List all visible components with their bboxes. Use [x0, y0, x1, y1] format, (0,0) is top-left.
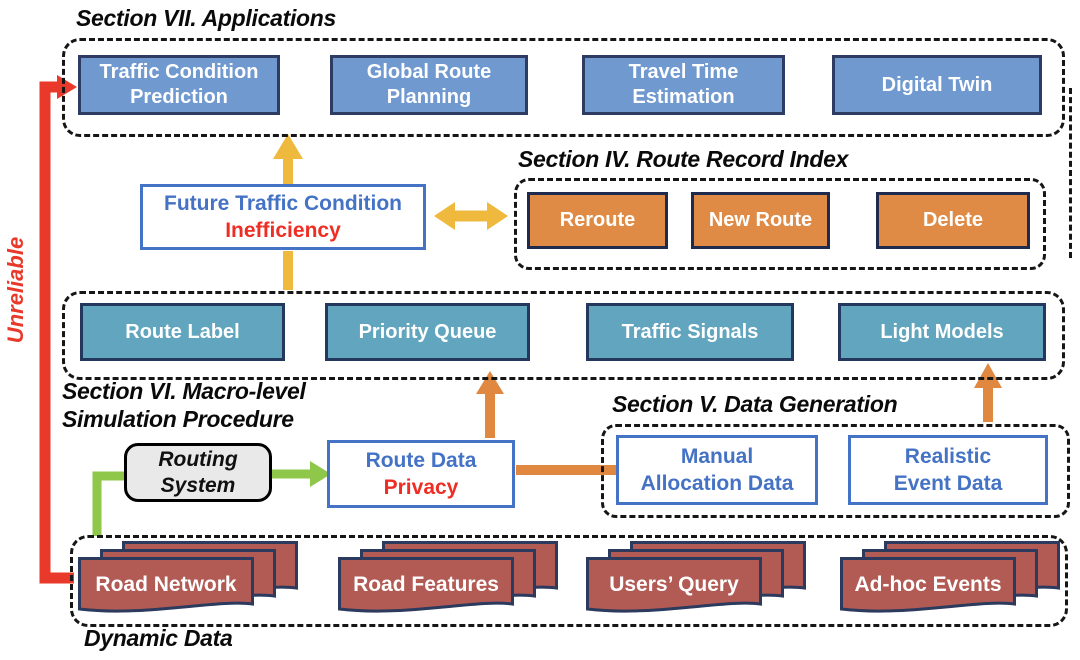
- yellow-bidirectional-arrow: [434, 202, 508, 230]
- box-manual-allocation-data: Manual Allocation Data: [616, 435, 818, 505]
- box-light-models: Light Models: [838, 303, 1046, 361]
- box-reroute: Reroute: [527, 192, 668, 249]
- users-query-label: Users’ Query: [609, 573, 739, 596]
- privacy-label: Privacy: [383, 476, 459, 499]
- section-vi-title: Section VI. Macro-level Simulation Proce…: [62, 377, 382, 433]
- applications-container: [62, 38, 1065, 137]
- box-traffic-signals: Traffic Signals: [586, 303, 794, 361]
- macro-simulation-container: [62, 291, 1065, 380]
- stack-road-network: Road Network: [78, 541, 298, 613]
- box-travel-time-estimation: Travel Time Estimation: [582, 55, 785, 115]
- box-delete: Delete: [876, 192, 1030, 249]
- routing-system-label-line2: System: [160, 473, 236, 497]
- road-features-label: Road Features: [353, 573, 499, 596]
- future-traffic-condition-box: Future Traffic Condition Inefficiency: [140, 184, 426, 250]
- section-vi-title-line2: Simulation Procedure: [62, 406, 294, 432]
- box-digital-twin: Digital Twin: [832, 55, 1042, 115]
- box-traffic-condition-prediction: Traffic Condition Prediction: [78, 55, 280, 115]
- routing-system-box: Routing System: [124, 443, 272, 502]
- section-vii-title: Section VII. Applications: [76, 5, 337, 31]
- ad-hoc-events-label: Ad-hoc Events: [854, 573, 1001, 596]
- inefficiency-label: Inefficiency: [225, 219, 341, 242]
- yellow-prediction-arrow: [273, 134, 303, 186]
- box-new-route: New Route: [691, 192, 830, 249]
- data-generation-container: [601, 424, 1070, 518]
- manual-allocation-line1: Manual: [680, 445, 754, 468]
- routing-system-label-line1: Routing: [158, 447, 238, 471]
- section-v-title: Section V. Data Generation: [612, 391, 898, 417]
- stack-ad-hoc-events: Ad-hoc Events: [840, 541, 1060, 613]
- route-data-privacy-box: Route Data Privacy: [327, 440, 515, 508]
- box-realistic-event-data: Realistic Event Data: [848, 435, 1048, 505]
- right-edge-dashed-line: [1069, 88, 1072, 258]
- manual-allocation-line2: Allocation Data: [640, 472, 794, 495]
- green-data-input-line: [92, 471, 126, 536]
- box-global-route-planning: Global Route Planning: [330, 55, 528, 115]
- future-traffic-condition-label: Future Traffic Condition: [164, 192, 402, 215]
- box-route-label: Route Label: [80, 303, 285, 361]
- dynamic-data-title: Dynamic Data: [84, 625, 233, 651]
- orange-light-models-arrow: [974, 363, 1002, 422]
- section-vi-title-line1: Section VI. Macro-level: [62, 378, 306, 404]
- orange-route-data-arrow: [476, 371, 504, 438]
- unreliable-label: Unreliable: [3, 236, 28, 344]
- route-data-label: Route Data: [365, 449, 477, 472]
- realistic-event-line1: Realistic: [904, 445, 992, 468]
- section-iv-title: Section IV. Route Record Index: [518, 146, 849, 172]
- box-priority-queue: Priority Queue: [325, 303, 530, 361]
- green-routing-arrow: [271, 461, 331, 487]
- route-record-index-container: [514, 178, 1046, 270]
- road-network-label: Road Network: [95, 573, 237, 596]
- stack-road-features: Road Features: [338, 541, 558, 613]
- realistic-event-line2: Event Data: [893, 472, 1003, 495]
- dynamic-data-container: [70, 535, 1068, 627]
- stack-users-query: Users’ Query: [586, 541, 806, 613]
